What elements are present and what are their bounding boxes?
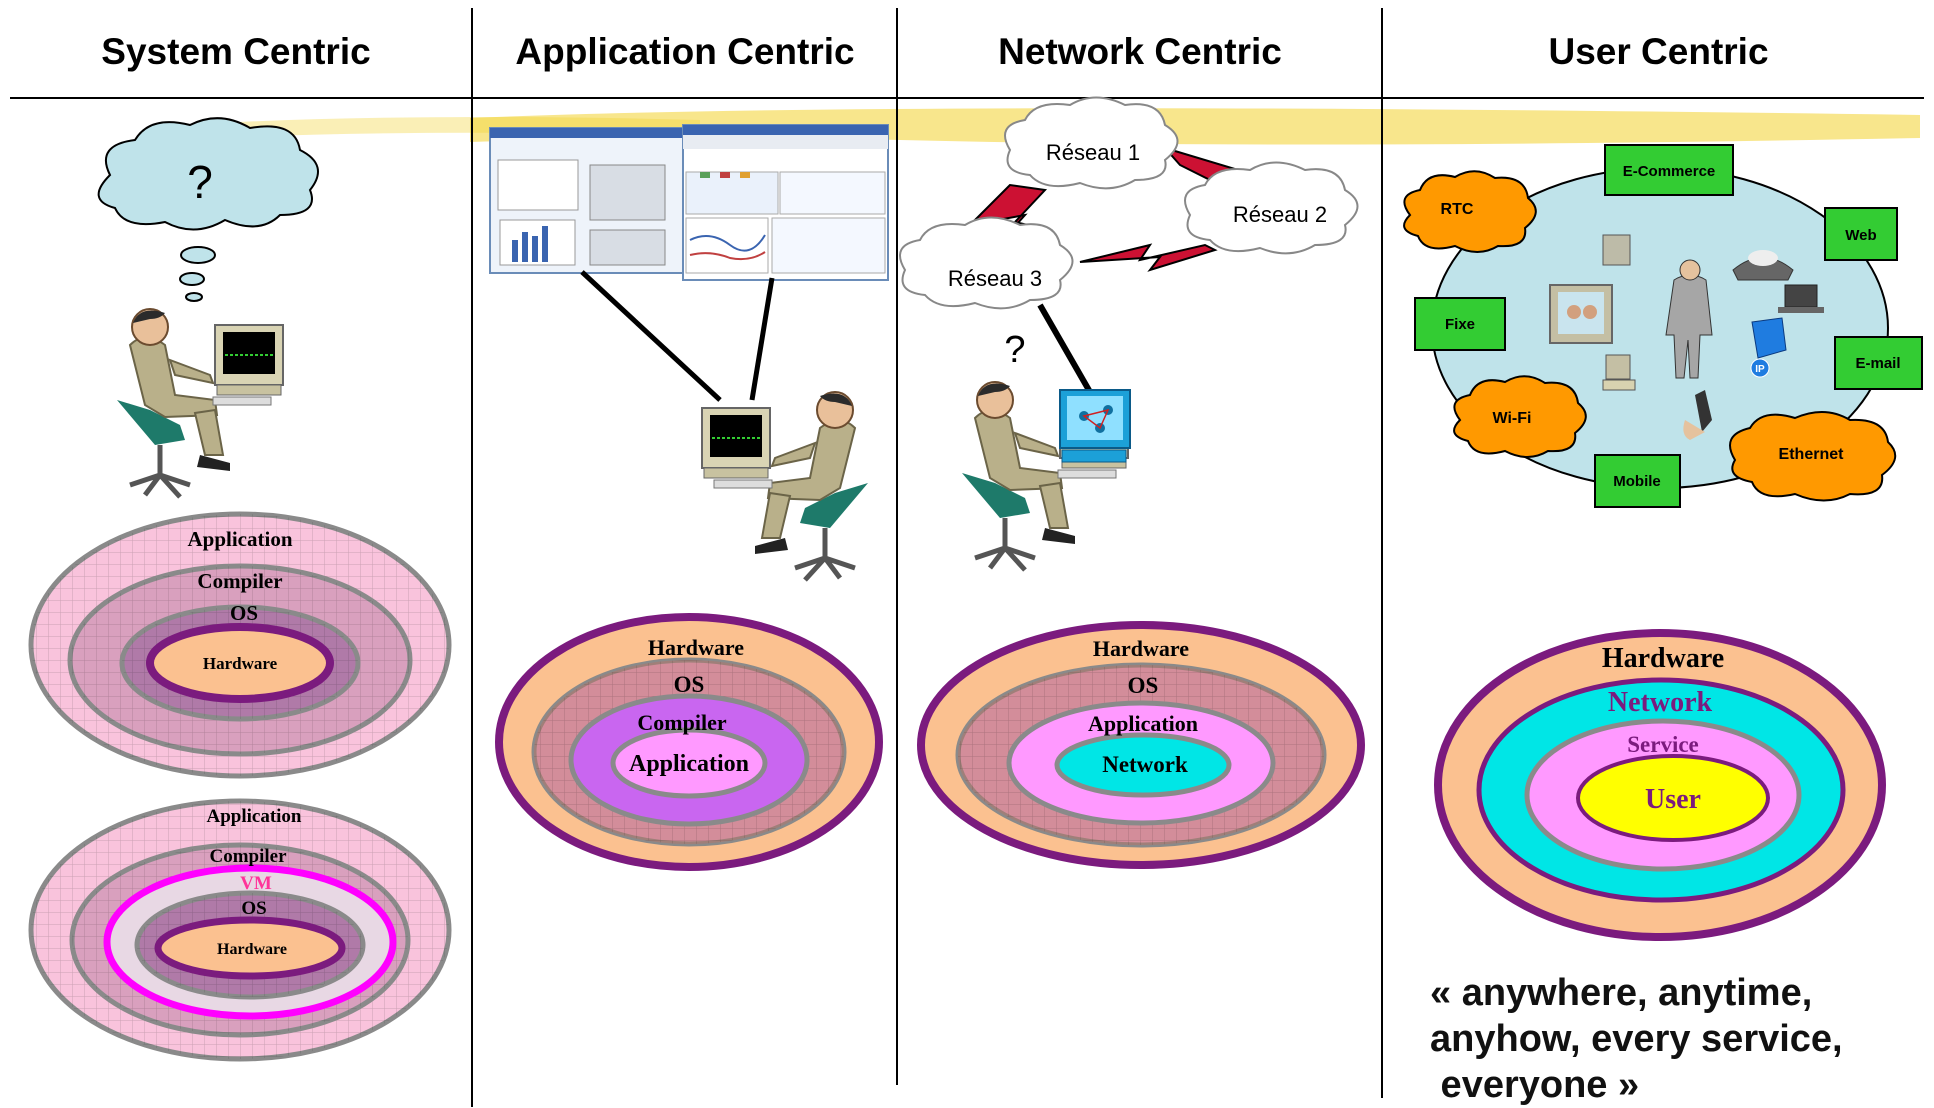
quote-line: « anywhere, anytime, bbox=[1430, 972, 1813, 1014]
network-cloud-ethernet: Ethernet bbox=[1729, 411, 1897, 502]
person-at-computer bbox=[702, 392, 868, 580]
person-at-computer bbox=[117, 309, 283, 497]
svg-text:Application: Application bbox=[206, 806, 301, 827]
svg-text:E-Commerce: E-Commerce bbox=[1623, 163, 1716, 180]
svg-text:Réseau 3: Réseau 3 bbox=[948, 266, 1042, 291]
lightning-link bbox=[1079, 243, 1218, 272]
cloud-reseau-1: Réseau 1 bbox=[1004, 96, 1179, 190]
svg-text:Hardware: Hardware bbox=[1602, 643, 1724, 674]
quote-line: anyhow, every service, bbox=[1430, 1018, 1843, 1060]
svg-text:Service: Service bbox=[1627, 732, 1699, 757]
ip-badge: IP bbox=[1755, 364, 1765, 375]
app-window-right bbox=[682, 124, 889, 281]
network-question-mark: ? bbox=[1004, 329, 1025, 371]
network-cloud-wifi: Wi-Fi bbox=[1453, 375, 1587, 458]
connection-line bbox=[580, 270, 722, 402]
cloud-reseau-3: Réseau 3 bbox=[899, 216, 1074, 310]
header-user-centric: User Centric bbox=[1548, 31, 1769, 72]
service-box-ecommerce: E-Commerce bbox=[1604, 144, 1734, 196]
svg-text:VM: VM bbox=[240, 873, 272, 894]
layer-ellipse-network: Hardware OS Application Network bbox=[917, 621, 1365, 869]
svg-text:OS: OS bbox=[241, 898, 266, 919]
svg-text:Compiler: Compiler bbox=[197, 569, 282, 593]
svg-text:E-mail: E-mail bbox=[1855, 355, 1900, 372]
svg-text:Web: Web bbox=[1845, 227, 1876, 244]
svg-text:Application: Application bbox=[187, 527, 292, 551]
svg-text:Compiler: Compiler bbox=[209, 846, 287, 867]
quote-line: everyone » bbox=[1430, 1064, 1640, 1106]
header-system-centric: System Centric bbox=[101, 31, 371, 72]
app-window-left bbox=[489, 127, 691, 274]
network-cloud-rtc: RTC bbox=[1403, 170, 1537, 253]
layer-ellipse-user: Hardware Network Service User bbox=[1434, 629, 1886, 941]
service-ecosystem: IP E-Commerce Web E-mail Mobile bbox=[1403, 144, 1923, 508]
service-box-mobile: Mobile bbox=[1594, 454, 1681, 508]
thought-cloud: ? bbox=[97, 117, 319, 302]
svg-text:Ethernet: Ethernet bbox=[1779, 446, 1845, 463]
header-application-centric: Application Centric bbox=[515, 31, 855, 72]
svg-text:Hardware: Hardware bbox=[217, 941, 287, 958]
connection-line bbox=[749, 277, 775, 401]
svg-text:Network: Network bbox=[1102, 752, 1188, 777]
svg-text:Réseau 1: Réseau 1 bbox=[1046, 140, 1140, 165]
svg-text:Réseau 2: Réseau 2 bbox=[1233, 202, 1327, 227]
svg-text:Application: Application bbox=[1088, 711, 1198, 736]
svg-text:Wi-Fi: Wi-Fi bbox=[1493, 410, 1532, 427]
layer-ellipse-application: Hardware OS Compiler Application bbox=[495, 613, 883, 871]
svg-text:Hardware: Hardware bbox=[1093, 636, 1189, 661]
svg-text:Application: Application bbox=[629, 751, 749, 777]
cloud-reseau-2: Réseau 2 bbox=[1184, 161, 1359, 255]
user-centric-quote: « anywhere, anytime, anyhow, every servi… bbox=[1430, 970, 1910, 1108]
svg-text:Hardware: Hardware bbox=[203, 654, 278, 673]
svg-text:Fixe: Fixe bbox=[1445, 316, 1475, 333]
svg-text:User: User bbox=[1645, 784, 1701, 815]
svg-text:Mobile: Mobile bbox=[1613, 473, 1661, 490]
service-box-web: Web bbox=[1824, 207, 1898, 261]
header-network-centric: Network Centric bbox=[998, 31, 1282, 72]
svg-text:OS: OS bbox=[674, 672, 705, 697]
service-box-fixe: Fixe bbox=[1414, 297, 1506, 351]
thought-question-mark: ? bbox=[187, 156, 213, 208]
person-at-computer bbox=[962, 382, 1131, 570]
svg-text:OS: OS bbox=[230, 601, 258, 625]
service-box-email: E-mail bbox=[1834, 336, 1923, 390]
svg-text:Compiler: Compiler bbox=[637, 710, 726, 735]
layer-ellipse-system-bottom: Application Compiler VM OS Hardware bbox=[28, 798, 452, 1062]
connection-line bbox=[1037, 303, 1093, 394]
svg-text:OS: OS bbox=[1128, 673, 1159, 698]
svg-text:RTC: RTC bbox=[1441, 201, 1474, 218]
layer-ellipse-system-top: Application Compiler OS Hardware bbox=[28, 511, 452, 779]
svg-text:Network: Network bbox=[1608, 687, 1713, 718]
svg-text:Hardware: Hardware bbox=[648, 635, 744, 660]
